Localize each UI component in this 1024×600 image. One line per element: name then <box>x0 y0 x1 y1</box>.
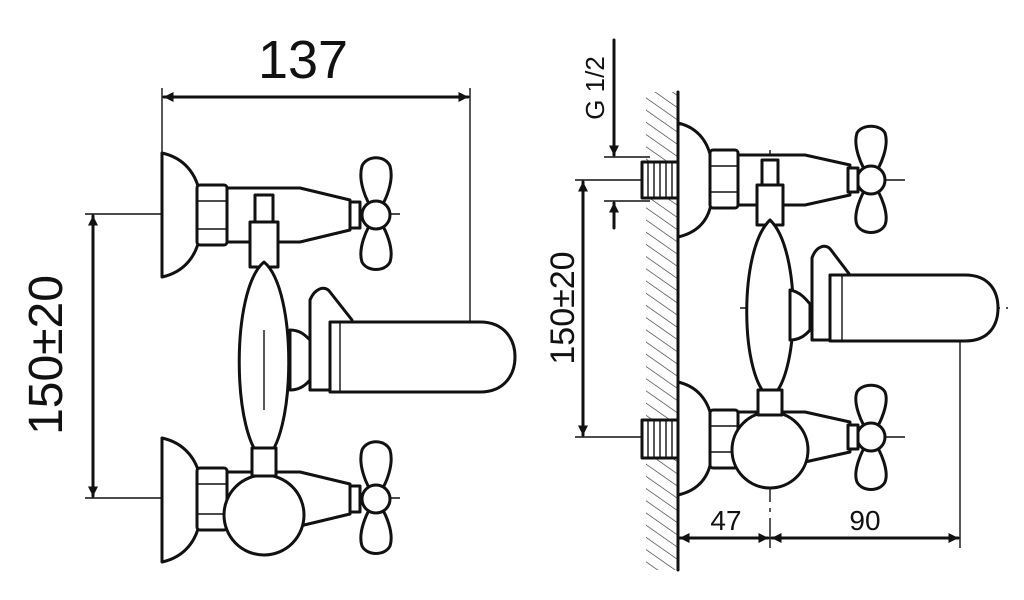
side-height-dimension: 150±20 <box>544 180 588 437</box>
side-mixer-column <box>745 158 812 400</box>
bottom-dimensions: 47 90 <box>678 505 960 543</box>
spout-projection-label: 90 <box>849 505 880 536</box>
side-top-rosette <box>676 121 714 239</box>
side-top-valve-body <box>736 153 852 207</box>
side-ball-neck <box>756 388 784 417</box>
front-ball-neck <box>250 446 278 478</box>
front-bottom-cross-handle <box>348 440 393 555</box>
top-thread-nipple <box>640 160 680 200</box>
thread-label: G 1/2 <box>580 56 610 120</box>
bottom-thread-nipple <box>640 418 680 460</box>
side-diverter-ball <box>730 410 810 490</box>
side-bottom-rosette <box>676 380 714 497</box>
width-dimension-137: 137 <box>162 30 470 102</box>
side-top-cross-handle <box>846 124 888 234</box>
front-view: 137 150±20 <box>20 30 517 564</box>
side-bottom-cross-handle <box>846 383 888 491</box>
front-top-hex-nut <box>195 183 229 247</box>
front-height-dimension-label: 150±20 <box>20 275 73 435</box>
front-spout <box>308 286 517 394</box>
front-top-cross-handle <box>348 156 393 271</box>
front-top-valve-body <box>225 186 352 244</box>
thread-dimension: G 1/2 <box>580 38 619 230</box>
side-spout <box>810 244 1000 343</box>
side-top-hex-nut <box>708 148 740 210</box>
front-top-rosette <box>160 151 202 279</box>
front-bottom-hex-nut <box>195 466 229 532</box>
side-view: G 1/2 150±20 47 90 <box>544 38 1008 572</box>
front-height-dimension: 150±20 <box>20 214 98 498</box>
width-dimension-label: 137 <box>258 30 348 90</box>
front-diverter-ball <box>222 473 306 557</box>
depth-dimension-label: 47 <box>710 505 741 536</box>
front-bottom-rosette <box>160 436 202 564</box>
side-height-dimension-label: 150±20 <box>544 251 582 364</box>
